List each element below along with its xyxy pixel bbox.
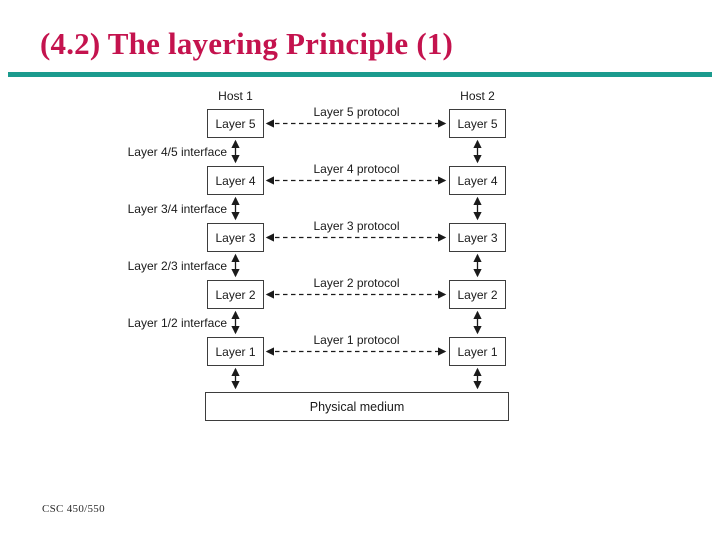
host2-layer3-box: Layer 3 (449, 223, 506, 252)
host2-layer1-box: Layer 1 (449, 337, 506, 366)
interface-3-4-label: Layer 3/4 interface (127, 202, 227, 216)
layer3-protocol-label: Layer 3 protocol (313, 219, 400, 233)
host1-label: Host 1 (218, 89, 253, 103)
interface-4-5-label: Layer 4/5 interface (127, 145, 227, 159)
page-title: (4.2) The layering Principle (1) (40, 26, 454, 61)
host1-layer2-box: Layer 2 (207, 280, 264, 309)
host2-label: Host 2 (460, 89, 495, 103)
host2-layer5-box: Layer 5 (449, 109, 506, 138)
host2-layer2-box: Layer 2 (449, 280, 506, 309)
layer4-protocol-label: Layer 4 protocol (313, 162, 400, 176)
host1-layer3-box: Layer 3 (207, 223, 264, 252)
title-underline-rule (8, 72, 712, 77)
physical-medium-box: Physical medium (205, 392, 509, 421)
host1-layer5-box: Layer 5 (207, 109, 264, 138)
host1-layer4-box: Layer 4 (207, 166, 264, 195)
host1-layer1-box: Layer 1 (207, 337, 264, 366)
layer2-protocol-label: Layer 2 protocol (313, 276, 400, 290)
layer1-protocol-label: Layer 1 protocol (313, 333, 400, 347)
slide-footer: CSC 450/550 (42, 503, 105, 515)
interface-2-3-label: Layer 2/3 interface (127, 259, 227, 273)
layer5-protocol-label: Layer 5 protocol (313, 105, 400, 119)
interface-1-2-label: Layer 1/2 interface (127, 316, 227, 330)
host2-layer4-box: Layer 4 (449, 166, 506, 195)
